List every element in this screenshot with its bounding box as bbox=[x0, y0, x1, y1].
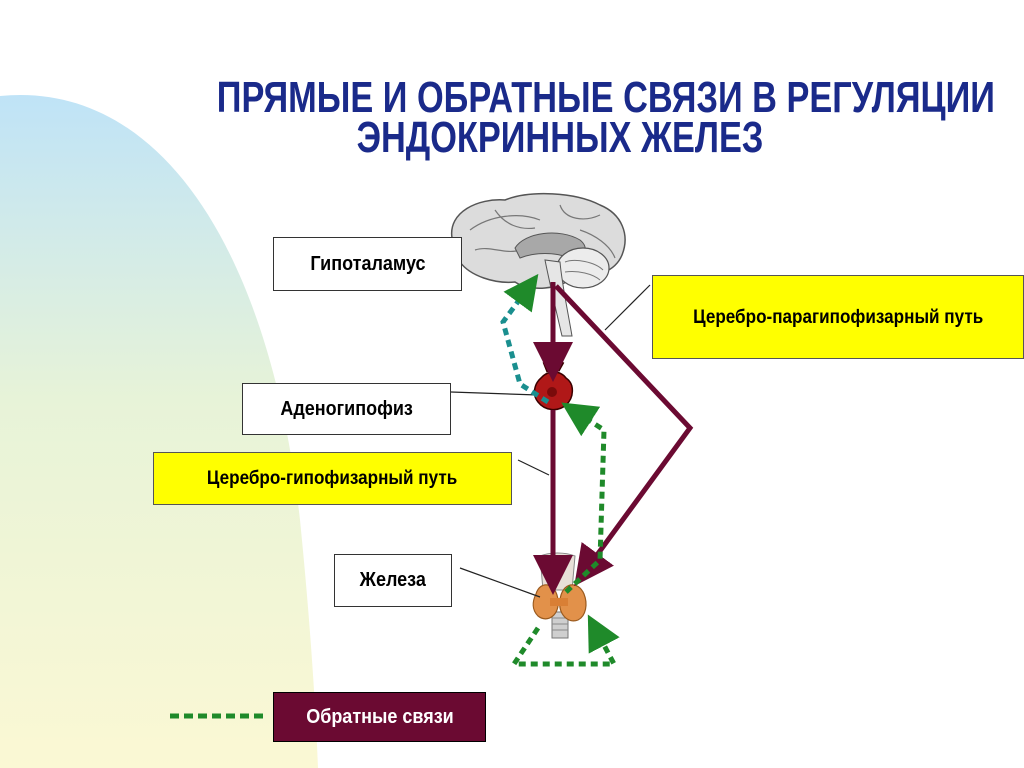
cerebro-paragypophyseal-path-label: Церебро-парагипофизарный путь bbox=[652, 275, 1024, 359]
gland-label: Железа bbox=[334, 554, 452, 607]
adenohypophysis-label: Аденогипофиз bbox=[242, 383, 451, 435]
background-sweep bbox=[0, 94, 318, 768]
pituitary-icon bbox=[533, 361, 574, 411]
feedback-adenohypophysis-to-hypothalamus bbox=[500, 273, 550, 405]
arrow-paragypophyseal-path bbox=[554, 284, 694, 587]
cerebro-hypophyseal-path-label: Церебро-гипофизарный путь bbox=[153, 452, 512, 505]
page-title: ПРЯМЫЕ И ОБРАТНЫЕ СВЯЗИ В РЕГУЛЯЦИИ ЭНДО… bbox=[216, 73, 995, 162]
connector-paragypophyseal bbox=[604, 284, 651, 331]
connector-gland bbox=[459, 567, 541, 598]
feedback-gland-to-adenohypophysis bbox=[561, 402, 607, 594]
connector-cerebro-hypophyseal bbox=[517, 459, 550, 476]
feedback-gland-loop bbox=[509, 614, 620, 667]
thyroid-gland-icon bbox=[532, 552, 587, 639]
brain-icon bbox=[450, 192, 626, 337]
title-line-2: ЭНДОКРИННЫХ ЖЕЛЕЗ bbox=[356, 113, 764, 162]
legend-feedback-label: Обратные связи bbox=[273, 692, 486, 742]
title-line-1: ПРЯМЫЕ И ОБРАТНЫЕ СВЯЗИ В РЕГУЛЯЦИИ bbox=[216, 73, 995, 122]
connector-adenohypophysis bbox=[450, 391, 539, 396]
hypothalamus-label: Гипоталамус bbox=[273, 237, 462, 291]
